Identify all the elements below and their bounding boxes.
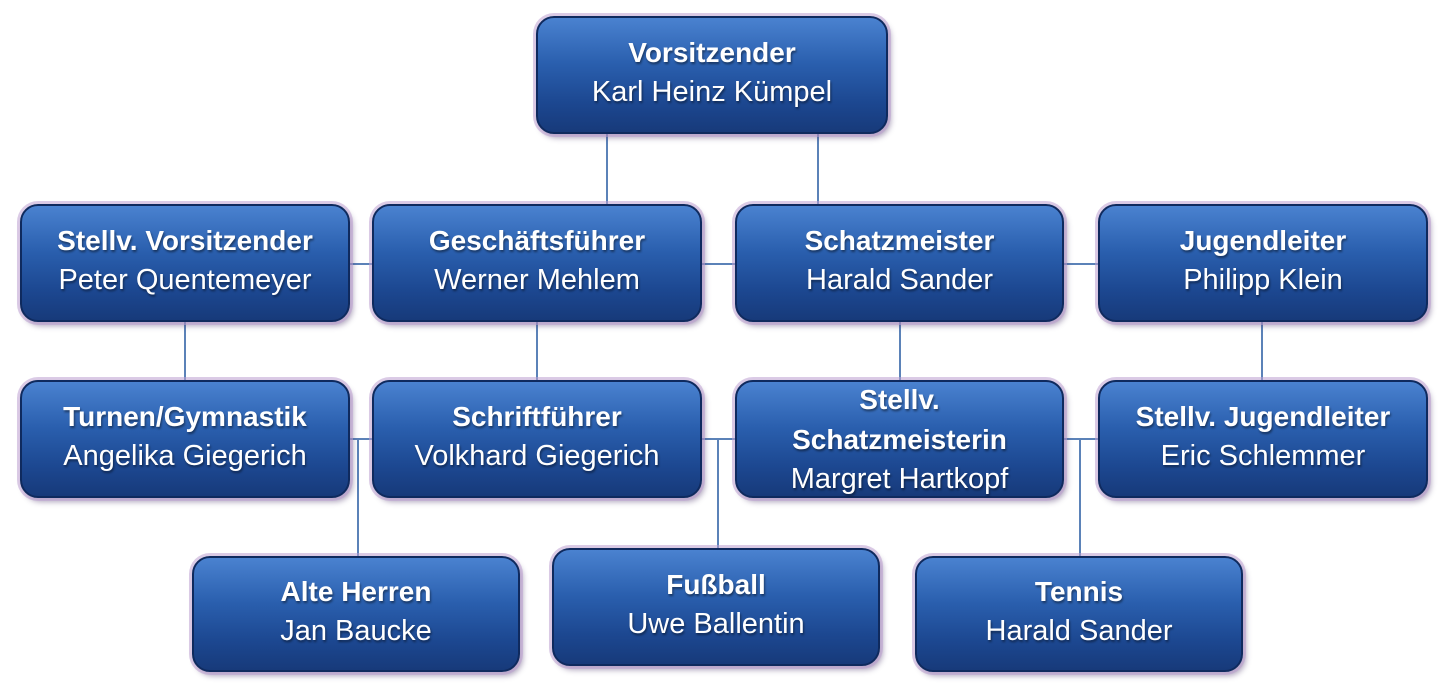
connector <box>817 134 819 206</box>
node-name: Philipp Klein <box>1183 264 1343 297</box>
connector <box>1064 438 1099 440</box>
node-title: Tennis <box>1034 576 1124 608</box>
node-title: Schriftführer <box>452 401 622 433</box>
node-jugendleiter: Jugendleiter Philipp Klein <box>1098 204 1428 322</box>
node-title: Vorsitzender <box>628 37 796 69</box>
connector <box>1079 438 1081 558</box>
connector <box>350 263 374 265</box>
node-stellv-jugendleiter: Stellv. Jugendleiter Eric Schlemmer <box>1098 380 1428 498</box>
node-tennis: Tennis Harald Sander <box>915 556 1243 672</box>
connector <box>899 322 901 382</box>
node-title: Schatzmeister <box>804 225 995 257</box>
connector <box>536 322 538 382</box>
node-name: Peter Quentemeyer <box>58 264 312 297</box>
connector <box>184 322 186 382</box>
connector <box>702 263 736 265</box>
node-vorsitzender: Vorsitzender Karl Heinz Kümpel <box>536 16 888 134</box>
node-stellv-vorsitzender: Stellv. Vorsitzender Peter Quentemeyer <box>20 204 350 322</box>
node-name: Angelika Giegerich <box>63 440 307 473</box>
node-turnen-gymnastik: Turnen/Gymnastik Angelika Giegerich <box>20 380 350 498</box>
connector <box>350 438 374 440</box>
node-schatzmeister: Schatzmeister Harald Sander <box>735 204 1064 322</box>
node-name: Harald Sander <box>806 264 993 297</box>
node-title: Stellv. Vorsitzender <box>57 225 313 257</box>
node-title: Alte Herren <box>280 576 432 608</box>
connector <box>606 134 608 206</box>
node-title: Jugendleiter <box>1179 225 1347 257</box>
node-title: Geschäftsführer <box>428 225 646 257</box>
node-stellv-schatzmeisterin: Stellv. Schatzmeisterin Margret Hartkopf <box>735 380 1064 498</box>
connector <box>1261 322 1263 382</box>
node-title: Fußball <box>666 569 766 601</box>
node-name: Margret Hartkopf <box>790 462 1009 495</box>
node-title: Turnen/Gymnastik <box>63 401 307 433</box>
node-name: Werner Mehlem <box>434 264 640 297</box>
connector <box>357 438 359 558</box>
node-name: Harald Sander <box>985 615 1173 648</box>
node-title-line2: Schatzmeisterin <box>792 424 1007 456</box>
node-name: Eric Schlemmer <box>1160 440 1366 473</box>
node-title: Stellv. Jugendleiter <box>1135 401 1391 433</box>
connector <box>717 438 719 550</box>
node-geschaeftsfuehrer: Geschäftsführer Werner Mehlem <box>372 204 702 322</box>
node-alte-herren: Alte Herren Jan Baucke <box>192 556 520 672</box>
node-title: Stellv. <box>859 383 940 415</box>
node-name: Jan Baucke <box>280 615 432 648</box>
node-name: Uwe Ballentin <box>627 608 805 641</box>
connector <box>1064 263 1099 265</box>
connector <box>702 438 736 440</box>
node-schriftfuehrer: Schriftführer Volkhard Giegerich <box>372 380 702 498</box>
node-name: Karl Heinz Kümpel <box>591 76 833 109</box>
node-name: Volkhard Giegerich <box>414 440 660 473</box>
node-fussball: Fußball Uwe Ballentin <box>552 548 880 666</box>
